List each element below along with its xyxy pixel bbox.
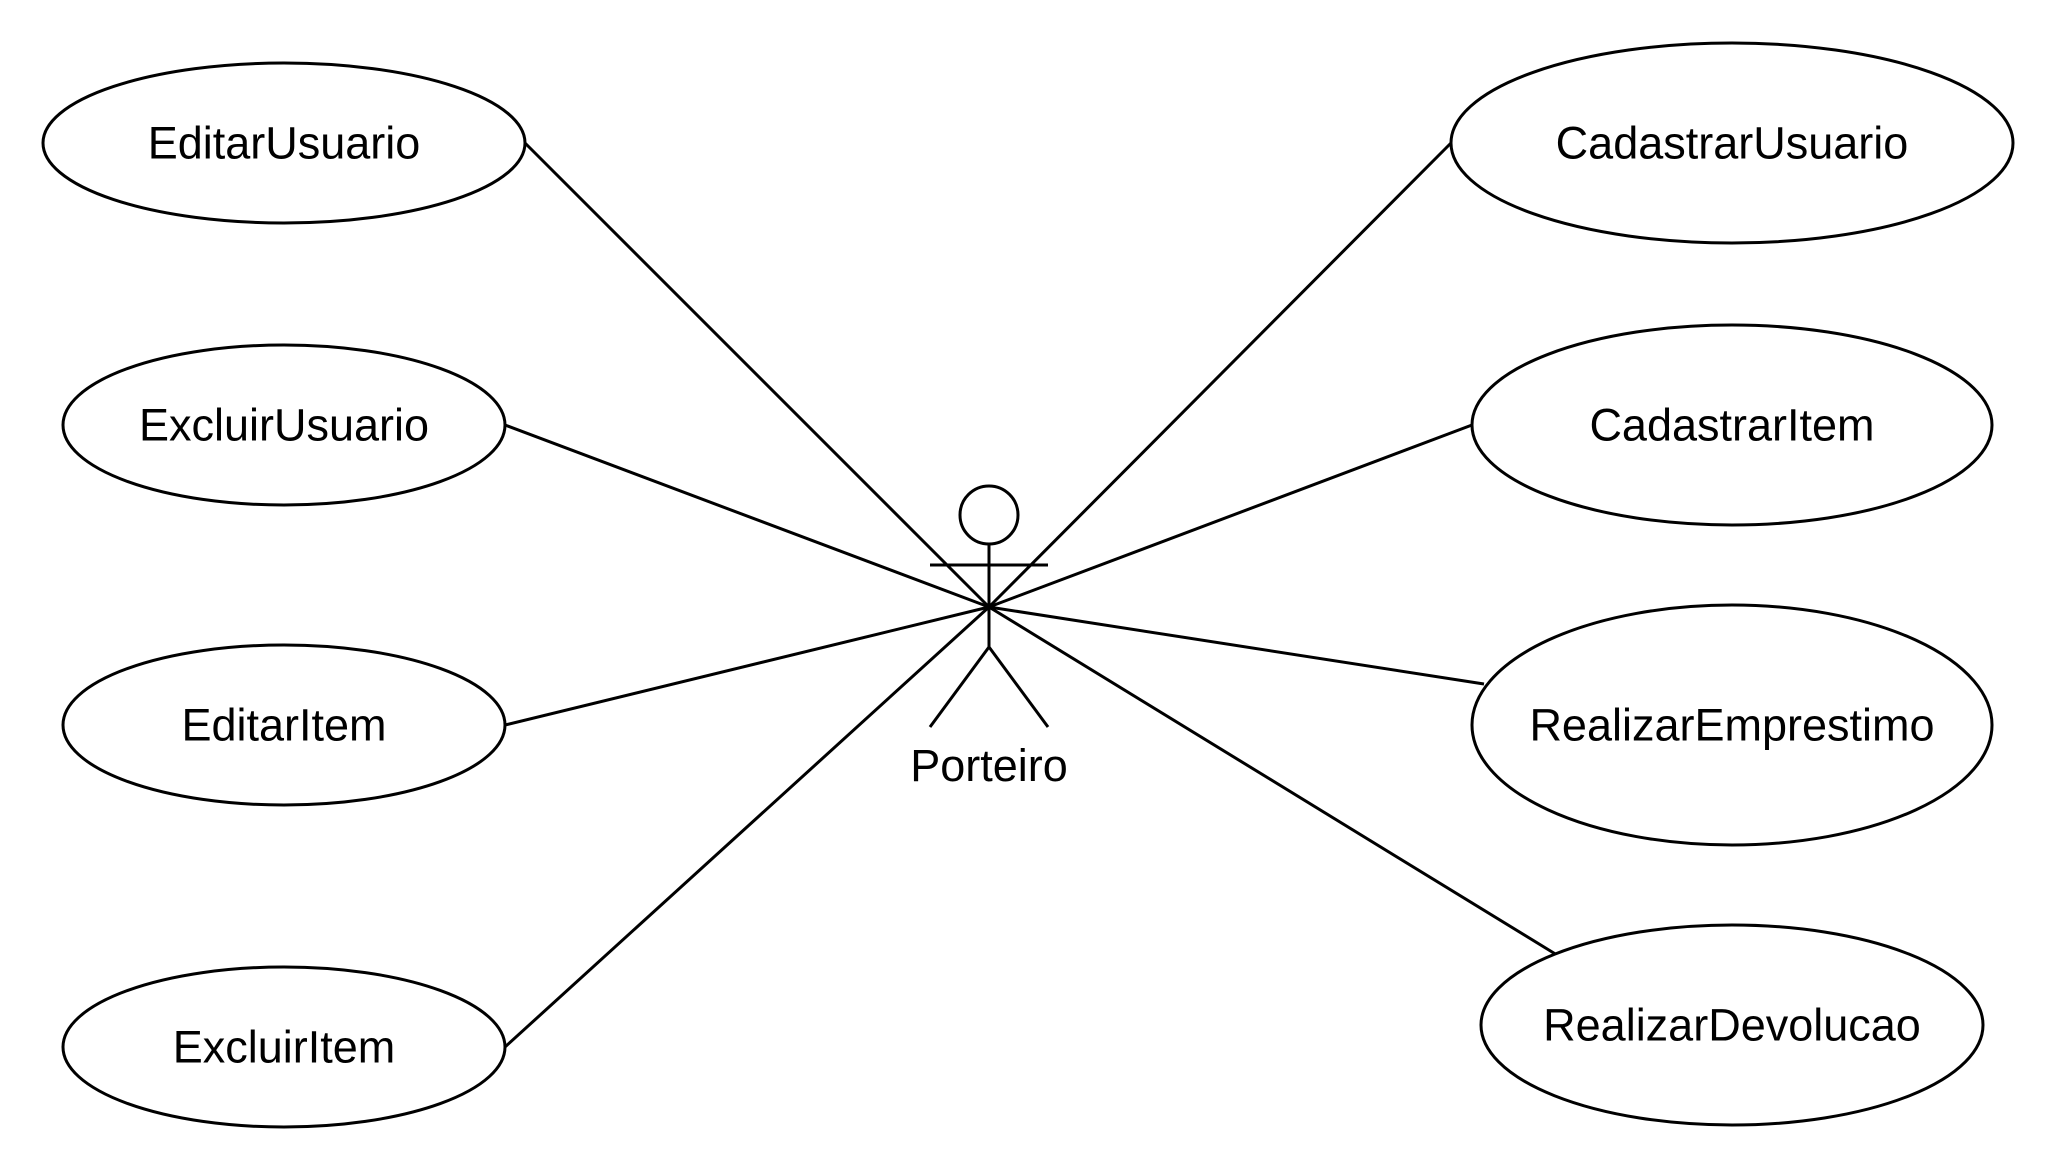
- use-case-editar-usuario: EditarUsuario: [41, 61, 527, 225]
- use-case-label: EditarUsuario: [148, 118, 421, 169]
- use-case-ellipse: [1470, 603, 1994, 847]
- association-cadastrar-usuario: [987, 141, 1453, 609]
- actor-right-leg: [987, 646, 1050, 728]
- use-case-label: CadastrarItem: [1589, 400, 1874, 451]
- use-case-label: ExcluirUsuario: [139, 400, 429, 451]
- association-editar-item: [504, 605, 990, 727]
- actor-porteiro: Porteiro: [910, 484, 1068, 791]
- associations: [503, 141, 1558, 1049]
- actor-left-leg: [928, 646, 991, 728]
- use-case-excluir-usuario: ExcluirUsuario: [61, 343, 507, 507]
- association-excluir-usuario: [504, 423, 990, 609]
- association-editar-usuario: [523, 141, 991, 609]
- use-case-ellipse: [1470, 323, 1994, 527]
- use-case-ellipse: [1449, 41, 2015, 245]
- actor-label: Porteiro: [910, 740, 1068, 791]
- actor-head: [958, 484, 1020, 546]
- use-case-label: ExcluirItem: [173, 1022, 396, 1073]
- use-case-cadastrar-item: CadastrarItem: [1470, 323, 1994, 527]
- use-case-ellipse: [61, 643, 507, 807]
- use-case-ellipse: [61, 343, 507, 507]
- use-case-realizar-devolucao: RealizarDevolucao: [1479, 923, 1985, 1127]
- association-excluir-item: [503, 605, 991, 1049]
- use-case-ellipse: [41, 61, 527, 225]
- use-case-excluir-item: ExcluirItem: [61, 965, 507, 1129]
- use-case-ellipse: [61, 965, 507, 1129]
- use-case-ellipse: [1479, 923, 1985, 1127]
- association-realizar-emprestimo: [988, 605, 1485, 686]
- use-case-label: RealizarDevolucao: [1543, 1000, 1921, 1051]
- use-case-label: EditarItem: [181, 700, 386, 751]
- use-case-label: RealizarEmprestimo: [1529, 700, 1934, 751]
- use-case-cadastrar-usuario: CadastrarUsuario: [1449, 41, 2015, 245]
- use-case-realizar-emprestimo: RealizarEmprestimo: [1470, 603, 1994, 847]
- use-case-editar-item: EditarItem: [61, 643, 507, 807]
- use-case-label: CadastrarUsuario: [1556, 118, 1909, 169]
- association-cadastrar-item: [988, 423, 1473, 609]
- association-realizar-devolucao: [988, 605, 1558, 957]
